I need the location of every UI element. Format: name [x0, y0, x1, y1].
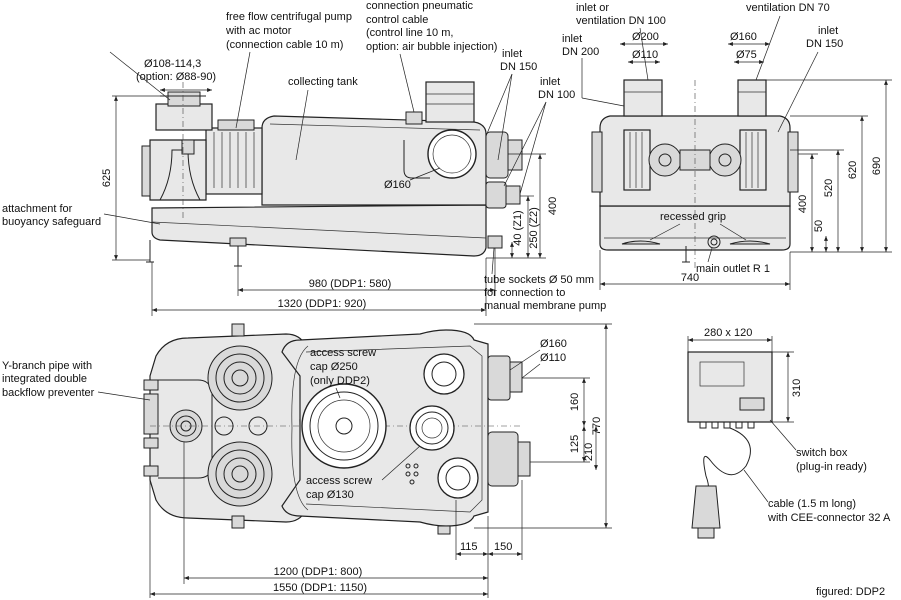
access-cap-250 — [301, 383, 387, 469]
top-view: 1200 (DDP1: 800) 1550 (DDP1: 1150) 115 1… — [2, 323, 612, 598]
cee-connector — [691, 485, 721, 529]
top-inlet-upper — [423, 353, 465, 395]
front-view: Ø200 Ø110 Ø160 Ø75 690 620 520 400 50 74… — [562, 2, 892, 290]
label-access130-1: access screw — [306, 475, 372, 487]
label-pneumatic-1: connection pneumatic — [366, 0, 474, 12]
label-pump-3: (connection cable 10 m) — [226, 39, 343, 51]
dim-front-620: 620 — [847, 161, 859, 179]
dim-front-d110: Ø110 — [632, 49, 658, 61]
label-ybranch-3: backflow preventer — [2, 387, 95, 399]
side-base — [151, 204, 487, 257]
label-main-outlet: main outlet R 1 — [696, 263, 770, 275]
label-pneumatic-3: (control line 10 m, — [366, 27, 453, 39]
access-cap-130 — [409, 405, 455, 451]
label-front-inlet-vent-2: ventilation DN 100 — [576, 15, 666, 27]
dim-side-1320: 1320 (DDP1: 920) — [278, 298, 367, 310]
label-access130-2: cap Ø130 — [306, 489, 354, 501]
label-figured: figured: DDP2 — [816, 586, 885, 598]
side-inlet-d160 — [427, 129, 477, 179]
dim-front-690: 690 — [871, 157, 883, 175]
dim-top-160: 160 — [569, 393, 581, 411]
dim-front-520: 520 — [823, 179, 835, 197]
top-motor-upper — [207, 345, 273, 411]
dim-front-50: 50 — [813, 220, 825, 232]
label-buoyancy-2: buoyancy safeguard — [2, 216, 101, 228]
label-pump-1: free flow centrifugal pump — [226, 11, 352, 23]
dim-top-210: 210 — [583, 443, 595, 461]
label-side-inlet100-1: inlet — [540, 76, 560, 88]
label-access250-1: access screw — [310, 347, 376, 359]
label-side-inlet150-2: DN 150 — [500, 61, 537, 73]
dim-box-size: 280 x 120 — [704, 327, 752, 339]
label-side-inlet100-2: DN 100 — [538, 89, 575, 101]
label-pump-2: with ac motor — [225, 25, 292, 37]
dim-top-1200: 1200 (DDP1: 800) — [274, 566, 363, 578]
label-flange-2: (option: Ø88-90) — [136, 71, 216, 83]
side-pump-flange — [155, 103, 213, 131]
side-view: 625 400 250 (Z2) 40 (Z1) 980 (DDP1: 580)… — [2, 0, 606, 316]
label-front-inlet150-2: DN 150 — [806, 38, 843, 50]
label-access250-3: (only DDP2) — [310, 375, 370, 387]
top-motor-lower — [207, 441, 273, 507]
label-front-inlet200-1: inlet — [562, 33, 582, 45]
label-side-d160: Ø160 — [384, 179, 411, 191]
label-tube-sockets-2: for connection to — [484, 287, 565, 299]
label-recessed-grip: recessed grip — [660, 211, 726, 223]
dim-front-d160: Ø160 — [730, 31, 757, 43]
label-front-inlet-vent-1: inlet or — [576, 2, 609, 14]
label-switch-box-2: (plug-in ready) — [796, 461, 867, 473]
label-side-inlet150-1: inlet — [502, 48, 522, 60]
dim-side-625: 625 — [101, 169, 113, 187]
dim-side-40: 40 (Z1) — [512, 210, 524, 245]
label-ybranch-2: integrated double — [2, 373, 87, 385]
dim-front-d75: Ø75 — [736, 49, 757, 61]
dim-top-770: 770 — [591, 417, 603, 435]
label-collecting-tank: collecting tank — [288, 76, 358, 88]
dim-box-310: 310 — [791, 379, 803, 397]
side-vent-stub — [425, 81, 475, 123]
dim-front-400: 400 — [797, 195, 809, 213]
side-motor — [205, 127, 263, 195]
label-top-d110: Ø110 — [540, 352, 566, 364]
label-pneumatic-2: control cable — [366, 14, 428, 26]
front-stub-160 — [737, 79, 767, 117]
label-flange-1: Ø108-114,3 — [144, 58, 201, 70]
label-tube-sockets-1: tube sockets Ø 50 mm — [484, 274, 594, 286]
dim-top-1550: 1550 (DDP1: 1150) — [273, 582, 367, 594]
label-tube-sockets-3: manual membrane pump — [484, 300, 606, 312]
front-stub-200 — [623, 79, 663, 117]
dim-top-115: 115 — [460, 541, 478, 553]
label-cable-2: with CEE-connector 32 A — [767, 512, 891, 524]
label-front-vent70: ventilation DN 70 — [746, 2, 830, 14]
dim-side-400: 400 — [547, 197, 559, 215]
label-buoyancy-1: attachment for — [2, 203, 73, 215]
label-switch-box-1: switch box — [796, 447, 848, 459]
label-front-inlet150-1: inlet — [818, 25, 838, 37]
switch-box-body — [687, 351, 773, 423]
top-inlet-lower — [437, 457, 479, 499]
dim-top-125: 125 — [569, 435, 581, 453]
dim-top-150: 150 — [494, 541, 512, 553]
label-cable-1: cable (1.5 m long) — [768, 498, 856, 510]
label-access250-2: cap Ø250 — [310, 361, 358, 373]
dim-front-d200: Ø200 — [632, 31, 659, 43]
label-ybranch-1: Y-branch pipe with — [2, 360, 92, 372]
switch-box: 280 x 120 310 switch box (plug-in ready)… — [687, 327, 891, 539]
dim-side-250: 250 (Z2) — [528, 207, 540, 249]
label-top-d160: Ø160 — [540, 338, 567, 350]
dim-front-740: 740 — [681, 272, 699, 284]
dim-side-980: 980 (DDP1: 580) — [309, 278, 392, 290]
label-front-inlet200-2: DN 200 — [562, 46, 599, 58]
label-pneumatic-4: option: air bubble injection) — [366, 41, 497, 53]
